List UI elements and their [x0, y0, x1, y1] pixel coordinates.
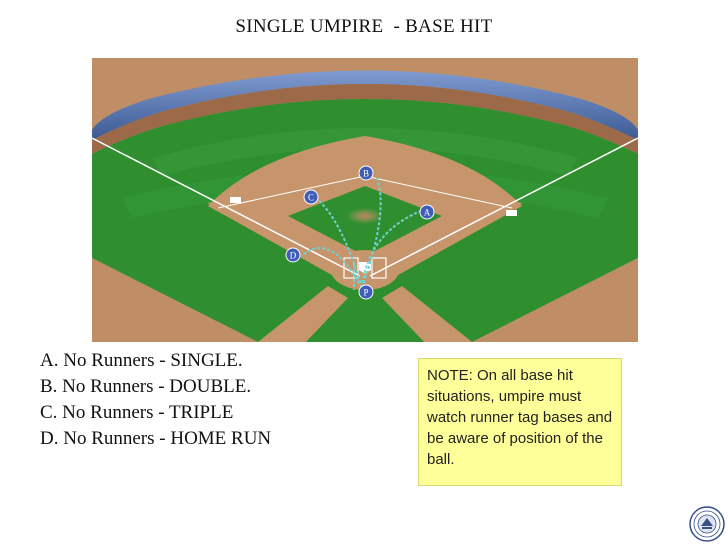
marker-d: D — [285, 247, 301, 263]
path-to-b — [361, 175, 382, 289]
marker-c-label: C — [308, 193, 314, 203]
list-item: C. No Runners - TRIPLE — [40, 402, 234, 423]
third-base — [230, 197, 241, 203]
first-base — [506, 210, 517, 216]
path-to-c — [315, 197, 363, 289]
list-item: D. No Runners - HOME RUN — [40, 428, 272, 449]
path-to-d — [301, 246, 363, 289]
pitchers-mound — [347, 208, 383, 224]
marker-b: B — [358, 165, 374, 181]
marker-a: A — [419, 204, 435, 220]
foul-line-right — [369, 137, 638, 277]
marker-a-label: A — [424, 208, 431, 218]
hit-situations-list: A. No Runners - SINGLE. B. No Runners - … — [40, 348, 271, 452]
note-box: NOTE: On all base hit situations, umpire… — [418, 358, 622, 486]
marker-b-label: B — [363, 169, 369, 179]
asa-seal-icon — [689, 506, 725, 542]
slide-title: SINGLE UMPIRE - BASE HIT — [235, 16, 493, 37]
marker-c: C — [303, 189, 319, 205]
marker-d-label: D — [290, 251, 297, 261]
list-item: B. No Runners - DOUBLE. — [40, 376, 252, 397]
path-to-a — [361, 207, 429, 289]
foul-line-left — [92, 137, 361, 277]
baseball-field-diagram: A B C D P — [92, 58, 638, 342]
marker-p-label: P — [363, 288, 368, 298]
warning-track — [92, 84, 638, 154]
marker-p: P — [358, 284, 374, 300]
outfield-wall — [92, 70, 638, 140]
list-item: A. No Runners - SINGLE. — [40, 350, 243, 371]
